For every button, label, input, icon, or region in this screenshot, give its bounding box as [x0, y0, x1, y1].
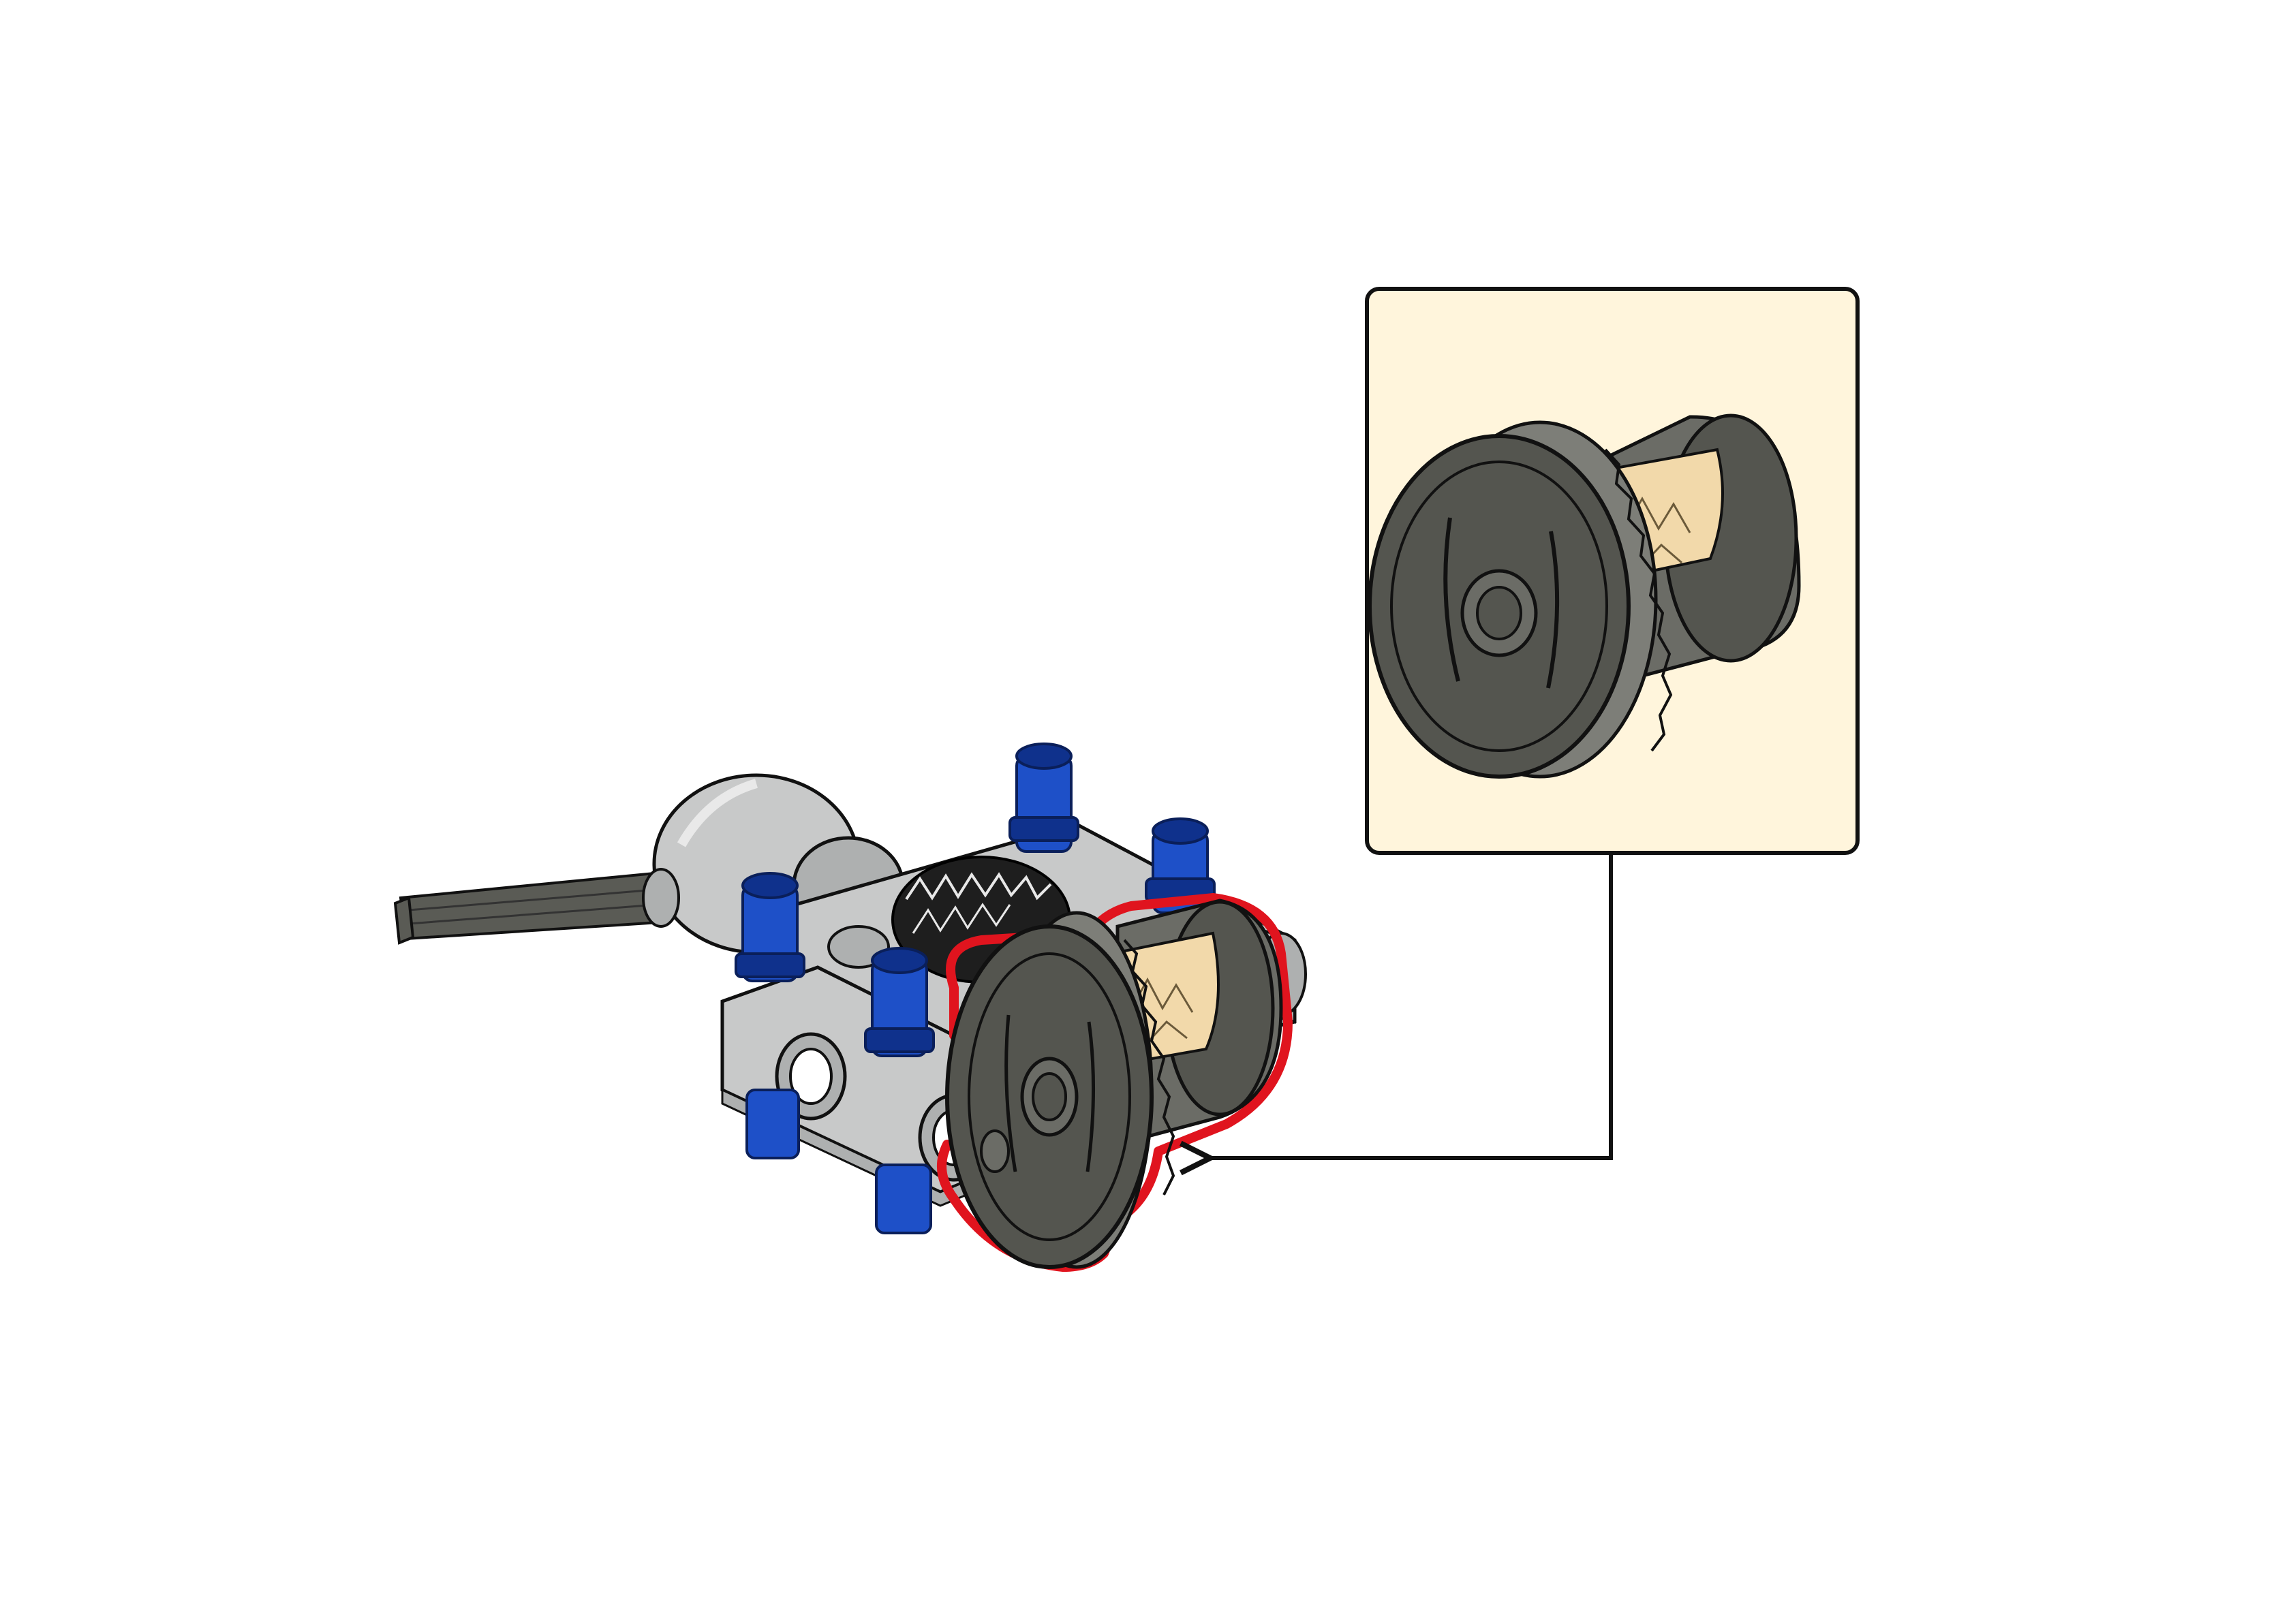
- differential-housing-icon: [1368, 413, 1801, 779]
- differential-assembly-icon: [393, 743, 1307, 1272]
- blue-pin-front-center: [864, 947, 935, 1234]
- highlighted-differential-housing: [937, 893, 1293, 1272]
- blue-pin-front-left: [735, 872, 805, 1159]
- blue-pin-back-right: [1145, 817, 1216, 914]
- arrow-icon: [1210, 853, 1613, 1158]
- part-callout-panel: [1365, 287, 1860, 855]
- blue-pin-back-center: [1008, 743, 1079, 853]
- axle: [393, 871, 662, 945]
